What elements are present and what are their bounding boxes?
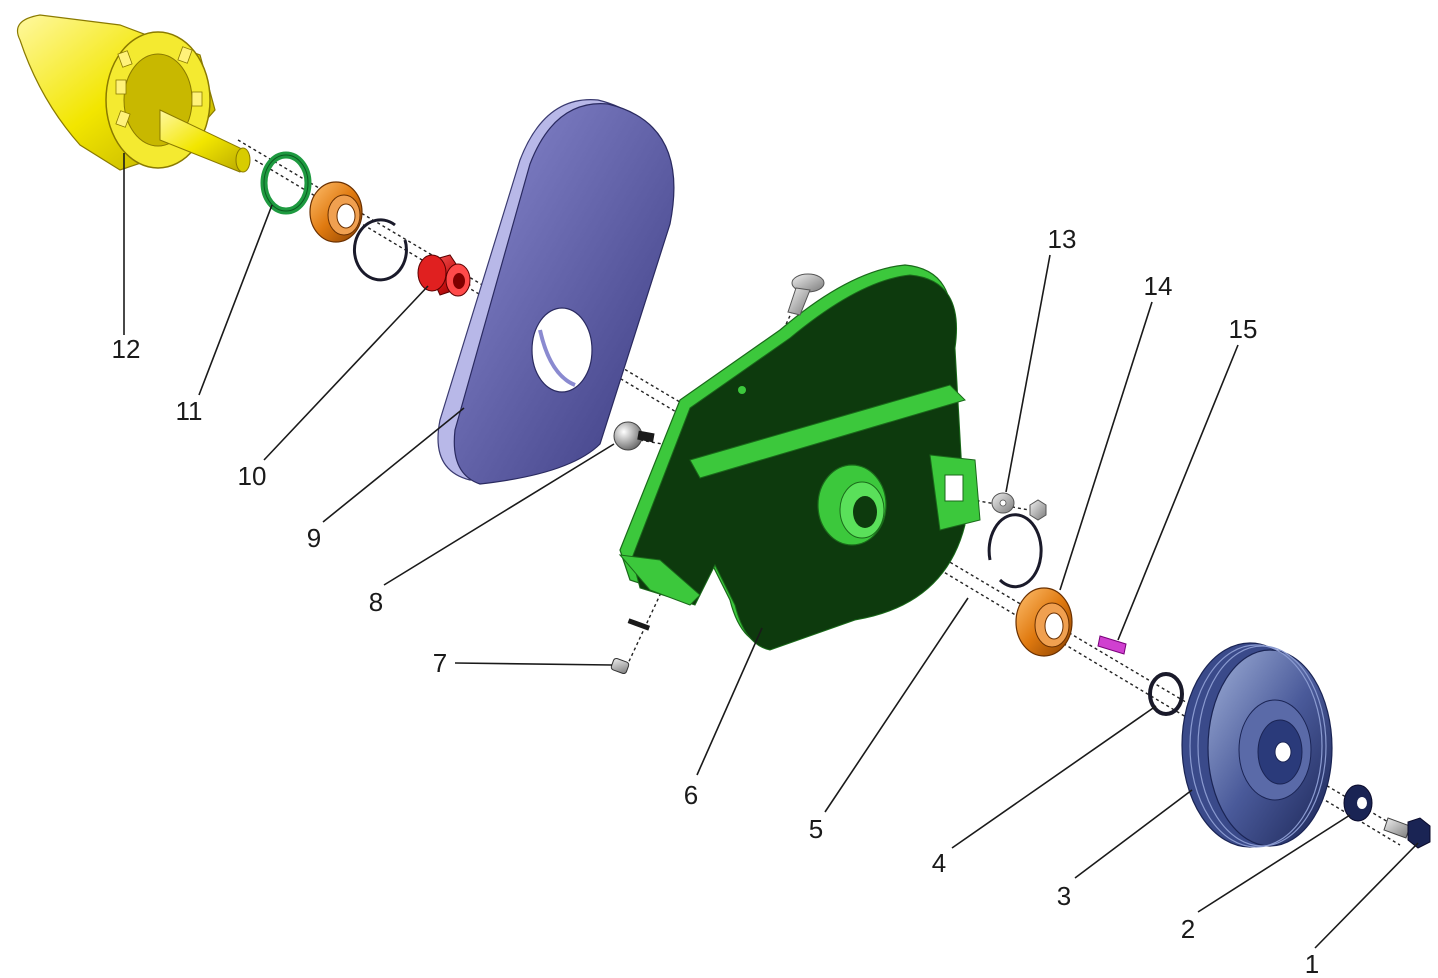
- key-pin-part: [1097, 635, 1127, 655]
- callout-1: 1: [1305, 949, 1319, 978]
- leader-11: [198, 204, 273, 396]
- drive-hub-part: [16, 14, 251, 173]
- cover-plate-part: [437, 99, 675, 485]
- callout-6: 6: [684, 780, 698, 810]
- washer-part: [1343, 784, 1373, 822]
- callout-numbers: 1 2 3 4 5 6 7 8 9 10 11 12 13 14 15: [112, 224, 1320, 978]
- callout-9: 9: [307, 523, 321, 553]
- callout-4: 4: [932, 848, 946, 878]
- spacer-bushing-part: [417, 254, 471, 297]
- leader-9: [322, 407, 465, 523]
- bearing-lower-part: [1015, 587, 1073, 657]
- leader-13: [1005, 254, 1051, 493]
- callout-10: 10: [238, 461, 267, 491]
- hex-bolt-part: [1383, 817, 1431, 849]
- bearing-upper-part: [309, 181, 363, 243]
- leader-2: [1197, 814, 1351, 913]
- callout-13: 13: [1048, 224, 1077, 254]
- nut-washer-part: [991, 492, 1047, 521]
- leader-5: [824, 597, 969, 813]
- callout-11: 11: [176, 396, 203, 426]
- leader-8: [383, 443, 615, 586]
- retaining-ring-part: [987, 513, 1043, 589]
- leader-1: [1314, 842, 1419, 949]
- circlip-upper-part: [352, 218, 408, 282]
- leader-10: [263, 285, 429, 461]
- callout-3: 3: [1057, 881, 1071, 911]
- leader-14: [1059, 301, 1153, 591]
- ball-stud-part: [613, 421, 655, 451]
- leader-4: [951, 705, 1157, 849]
- leader-6: [696, 627, 763, 776]
- leader-3: [1074, 789, 1193, 879]
- leader-7: [454, 662, 613, 666]
- mounting-plate-part: [618, 264, 981, 651]
- callout-14: 14: [1144, 271, 1173, 301]
- callout-12: 12: [112, 334, 141, 364]
- leader-lines: [123, 153, 1419, 949]
- callout-8: 8: [369, 587, 383, 617]
- leader-15: [1117, 344, 1239, 641]
- pulley-part: [1181, 642, 1333, 848]
- callout-7: 7: [433, 648, 447, 678]
- carriage-bolt-part: [787, 273, 825, 316]
- callout-5: 5: [809, 814, 823, 844]
- callout-2: 2: [1181, 914, 1195, 944]
- seal-ring-part: [260, 151, 312, 215]
- callout-15: 15: [1229, 314, 1258, 344]
- set-screw-part: [610, 618, 651, 675]
- o-ring-part: [1148, 672, 1184, 716]
